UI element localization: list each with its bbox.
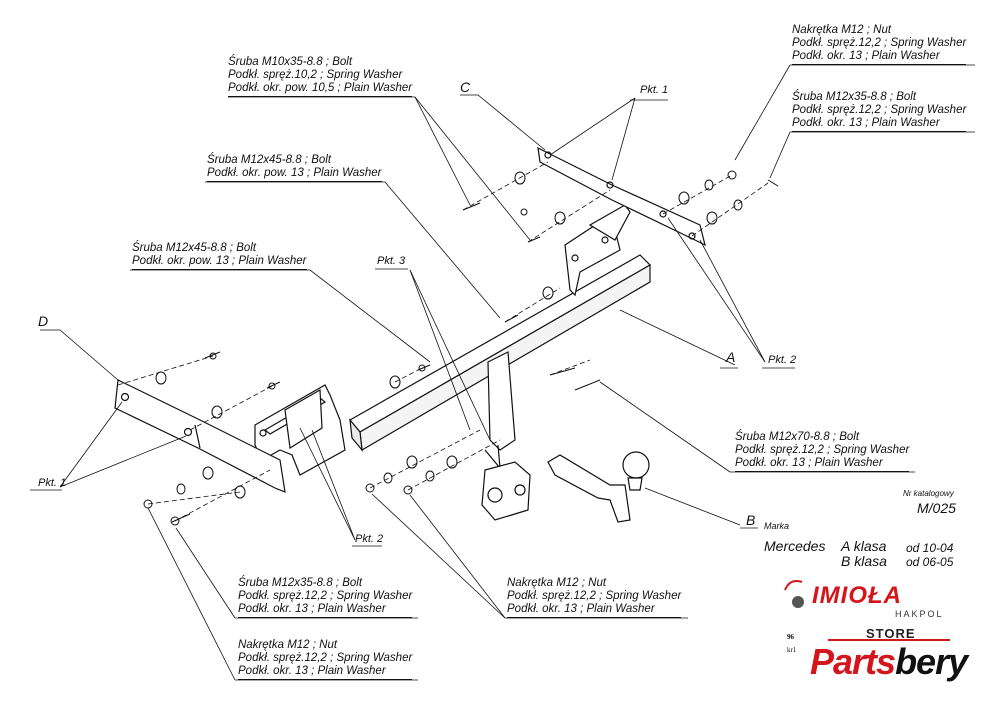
label-top-left: Śruba M10x35-8.8 ; Bolt Podkł. spręż.10,… [228,56,413,97]
leader-lines [30,64,975,681]
letter-c: C [460,79,471,95]
hardware [143,170,779,526]
imiola-emblem [784,580,804,608]
label-line: Śruba M12x35-8.8 ; Bolt [792,91,917,103]
label-line: Nakrętka M12 ; Nut [507,577,607,589]
page-number: 96 [787,633,794,641]
plate-d [114,379,286,493]
marka-label: Marka [764,521,790,531]
label-line: Podkł. okr. 13 ; Plain Washer [735,457,883,469]
label-bottom-left-1: Śruba M12x35-8.8 ; Bolt Podkł. spręż.12,… [238,577,413,618]
label-line: Podkł. okr. 13 ; Plain Washer [792,117,940,129]
label-line: Podkł. spręż.12,2 ; Spring Washer [507,590,682,602]
label-top-right: Nakrętka M12 ; Nut Podkł. spręż.12,2 ; S… [792,24,967,65]
catalog-value: M/025 [917,500,956,516]
label-line: Śruba M12x35-8.8 ; Bolt [238,577,363,589]
catalog-label: Nr katalogowy [903,489,954,498]
plate-c [537,146,706,247]
label-left: Śruba M12x45-8.8 ; Bolt Podkł. okr. pow.… [132,242,307,270]
label-line: Podkł. okr. pow. 13 ; Plain Washer [132,255,307,267]
label-bottom-mid: Nakrętka M12 ; Nut Podkł. spręż.12,2 ; S… [507,577,682,618]
label-line: Podkł. okr. 13 ; Plain Washer [507,603,655,615]
label-line: Podkł. okr. pow. 13 ; Plain Washer [207,167,382,179]
imiola-logo: IMIOŁA [812,582,902,609]
label-line: Podkł. spręż.12,2 ; Spring Washer [735,444,910,456]
label-right-low: Śruba M12x70-8.8 ; Bolt Podkł. spręż.12,… [735,431,910,472]
pkt3-label: Pkt. 3 [377,255,406,267]
pkt2-bottom-label: Pkt. 2 [355,533,384,545]
make: Mercedes [764,538,826,554]
label-line: Podkł. spręż.12,2 ; Spring Washer [792,37,967,49]
label-line: Podkł. spręż.12,2 ; Spring Washer [238,652,413,664]
letter-a: A [726,349,736,365]
label-line: Podkł. spręż.12,2 ; Spring Washer [238,590,413,602]
label-line: Podkł. okr. 13 ; Plain Washer [238,665,386,677]
ball-mount-bracket [484,351,516,470]
label-line: Śruba M12x45-8.8 ; Bolt [207,154,332,166]
label-line: Podkł. spręż.12,2 ; Spring Washer [792,104,967,116]
label-line: Podkł. okr. pow. 10,5 ; Plain Washer [228,82,413,94]
pkt1-top-label: Pkt. 1 [640,84,669,96]
partsbery-logo: Partsbery [810,641,968,683]
model-2-from: od 06-05 [906,555,954,569]
store-text: STORE [866,626,916,641]
left-bracket [254,384,346,476]
label-right: Śruba M12x35-8.8 ; Bolt Podkł. spręż.12,… [792,91,967,132]
label-line: Podkł. okr. 13 ; Plain Washer [792,50,940,62]
letter-b: B [746,512,756,528]
letter-d: D [38,313,49,329]
label-bottom-left-2: Nakrętka M12 ; Nut Podkł. spręż.12,2 ; S… [238,639,413,680]
assembly-lines [117,161,769,522]
pkt2-right-label: Pkt. 2 [768,354,797,366]
model-2: B klasa [841,553,887,569]
label-mid-left: Śruba M12x45-8.8 ; Bolt Podkł. okr. pow.… [207,154,382,182]
tow-ball [547,451,650,523]
label-line: Podkł. spręż.10,2 ; Spring Washer [228,69,403,81]
pkt1-left-label: Pkt. 1 [38,477,67,489]
partsbery-black: bery [895,641,968,682]
label-line: Śruba M12x70-8.8 ; Bolt [735,431,860,443]
label-line: Nakrętka M12 ; Nut [792,24,892,36]
partsbery-red: Parts [810,641,896,682]
right-bracket [564,204,631,297]
page-sub: kr1 [787,646,797,654]
label-line: Śruba M10x35-8.8 ; Bolt [228,56,353,68]
hakpol-text: HAKPOL [895,609,944,619]
model-1-from: od 10-04 [906,541,954,555]
label-line: Śruba M12x45-8.8 ; Bolt [132,242,257,254]
model-1: A klasa [841,538,887,554]
socket-plate [481,461,531,521]
label-line: Nakrętka M12 ; Nut [238,639,338,651]
label-line: Podkł. okr. 13 ; Plain Washer [238,603,386,615]
